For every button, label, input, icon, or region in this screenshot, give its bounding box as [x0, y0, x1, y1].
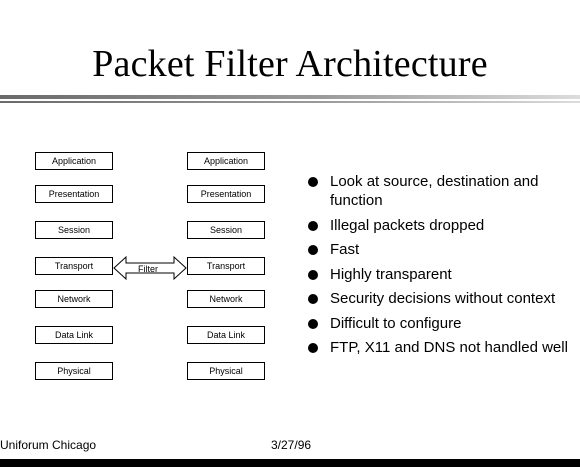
bullet-dot	[308, 269, 318, 280]
left-layer-data-link: Data Link	[35, 326, 113, 344]
slide-title: Packet Filter Architecture	[92, 43, 488, 85]
bullet-list: Look at source, destination and function…	[306, 172, 576, 363]
bullet-item: Fast	[306, 240, 576, 259]
left-layer-session: Session	[35, 221, 113, 239]
left-layer-physical: Physical	[35, 362, 113, 380]
left-layer-transport: Transport	[35, 257, 113, 275]
bullet-dot	[308, 177, 318, 187]
bullet-dot	[308, 343, 318, 353]
right-layer-physical: Physical	[187, 362, 265, 380]
right-layer-application: Application	[187, 152, 265, 170]
bullet-item: FTP, X11 and DNS not handled well	[306, 338, 576, 357]
bullet-item: Highly transparent	[306, 265, 576, 284]
bullet-item: Illegal packets dropped	[306, 216, 576, 235]
footer-date: 3/27/96	[271, 438, 312, 452]
footer-event: Uniforum Chicago	[0, 438, 97, 452]
filter-double-arrow	[113, 255, 187, 281]
title-rule-top	[0, 95, 580, 99]
bullet-dot	[308, 294, 318, 304]
title-rule-bottom	[0, 101, 580, 103]
right-layer-data-link: Data Link	[187, 326, 265, 344]
bullet-dot	[308, 245, 318, 255]
bottom-bar	[0, 459, 580, 467]
left-layer-network: Network	[35, 290, 113, 308]
bullet-dot	[308, 318, 318, 329]
right-layer-session: Session	[187, 221, 265, 239]
bullet-dot	[308, 220, 318, 231]
right-layer-network: Network	[187, 290, 265, 308]
left-layer-presentation: Presentation	[35, 185, 113, 203]
bullet-item: Look at source, destination and function	[306, 172, 576, 210]
bullet-item: Security decisions without context	[306, 289, 576, 308]
right-layer-transport: Transport	[187, 257, 265, 275]
left-layer-application: Application	[35, 152, 113, 170]
filter-label: Filter	[138, 264, 158, 274]
right-layer-presentation: Presentation	[187, 185, 265, 203]
bullet-item: Difficult to configure	[306, 314, 576, 333]
